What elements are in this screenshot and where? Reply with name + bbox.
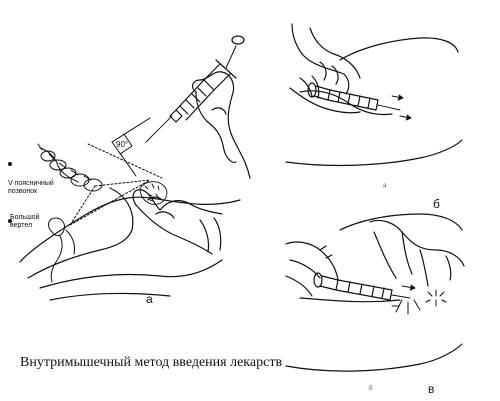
panel-label-a: а <box>146 292 153 306</box>
syringe-b <box>307 82 401 111</box>
panel-label-v: в <box>428 382 435 396</box>
spine-vertebrae <box>37 143 103 192</box>
panel-label-b: б <box>433 197 440 211</box>
hip-contour <box>27 187 134 279</box>
panel-b-drawing <box>285 23 463 167</box>
direction-arrows-v <box>391 284 447 315</box>
body-contour-v <box>339 213 463 231</box>
right-angle-guide <box>111 117 151 177</box>
body-contour-b <box>339 37 459 61</box>
syringe-hand <box>191 71 251 179</box>
hand-left-v <box>285 241 339 297</box>
body-lower-contour-b <box>285 139 463 167</box>
hand-top-b <box>291 23 361 95</box>
panel-a-drawing <box>19 35 251 301</box>
vertebra-label: V поясничный позвонок <box>8 180 54 195</box>
leg-contour <box>49 292 171 301</box>
syringe-v <box>313 272 411 301</box>
figure-caption: Внутримышечный метод введения лекарств <box>20 355 283 370</box>
vertebra-bullet <box>8 162 12 166</box>
hand-right-v <box>369 219 465 287</box>
direction-arrows-b <box>391 94 412 121</box>
thigh-contour <box>39 259 223 289</box>
stretching-hand <box>132 189 223 255</box>
cotton-swab <box>139 181 168 205</box>
trochanter-bullet <box>8 219 12 223</box>
angle-label: 90° <box>116 140 129 149</box>
trochanter-label: Большой вертел <box>10 214 40 229</box>
panel-b-mark: а <box>383 183 387 189</box>
buttock-contour <box>19 196 241 263</box>
femur-trochanter <box>48 217 75 283</box>
panel-v-drawing <box>285 213 465 372</box>
tissue-line-v <box>299 297 401 303</box>
panel-v-mark: б <box>369 386 373 392</box>
body-lower-contour-v <box>285 343 463 372</box>
